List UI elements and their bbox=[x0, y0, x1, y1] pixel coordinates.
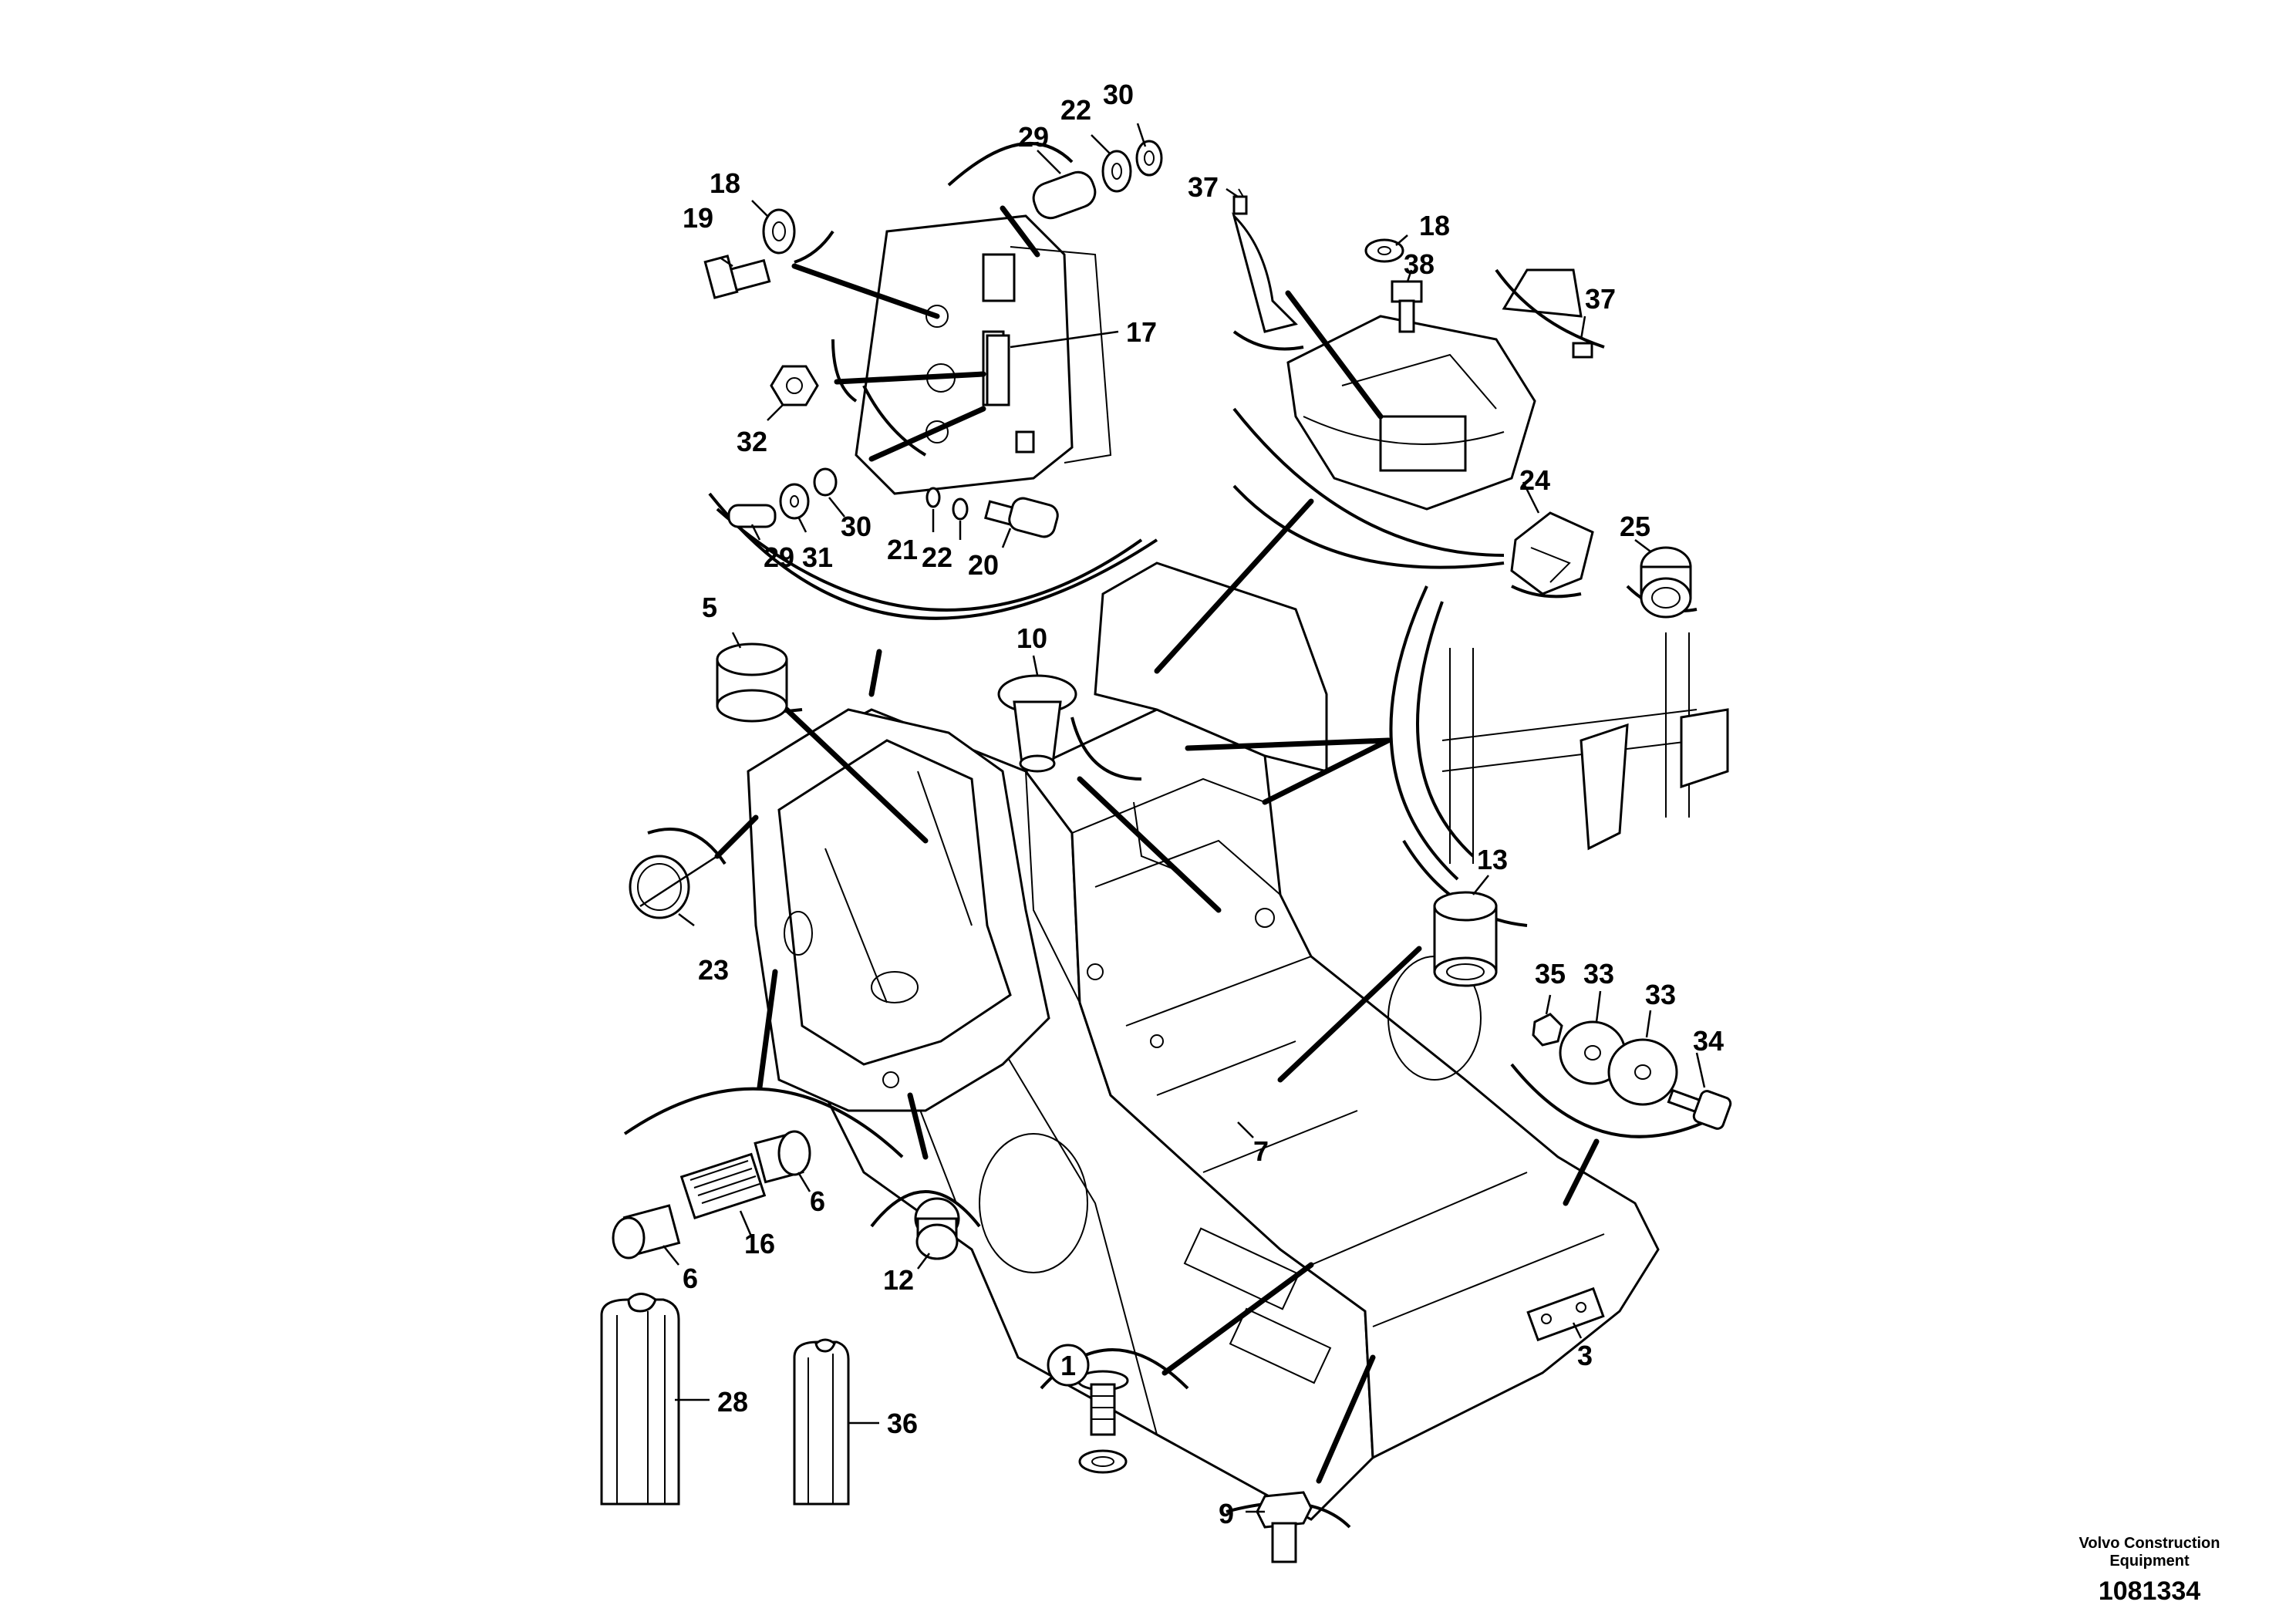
label-34: 34 bbox=[1693, 1025, 1724, 1057]
part-33-washer-b bbox=[1607, 1038, 1678, 1106]
leader-lines bbox=[714, 205, 1600, 1484]
detail-right bbox=[1389, 585, 1729, 881]
document-number: 1081334 bbox=[2098, 1576, 2201, 1606]
brand-line-2: Equipment bbox=[2109, 1553, 2190, 1570]
label-25: 25 bbox=[1620, 511, 1650, 542]
part-12-plug bbox=[914, 1197, 960, 1260]
small-parts bbox=[600, 140, 1732, 1563]
part-5-bushing bbox=[716, 642, 788, 723]
footer: Volvo Construction Equipment 1081334 bbox=[2049, 1535, 2250, 1607]
part-36-seal-profile bbox=[793, 1338, 850, 1506]
label-16: 16 bbox=[744, 1228, 775, 1259]
label-13: 13 bbox=[1477, 844, 1508, 875]
label-17: 17 bbox=[1126, 316, 1157, 348]
part-18-washer bbox=[762, 208, 796, 255]
label-12: 12 bbox=[883, 1264, 914, 1296]
label-18a: 18 bbox=[710, 167, 740, 199]
part-16-spring bbox=[679, 1152, 767, 1220]
label-31: 31 bbox=[802, 541, 833, 573]
part-19-bolt bbox=[703, 255, 771, 299]
part-9-bolt bbox=[1256, 1491, 1313, 1563]
left-subframe bbox=[747, 708, 1050, 1112]
detail-top-right bbox=[1232, 211, 1605, 569]
brand-line-1: Volvo Construction bbox=[2079, 1535, 2220, 1552]
part-37-screw-right bbox=[1572, 342, 1593, 359]
label-32: 32 bbox=[737, 426, 767, 457]
part-6-bushing-a bbox=[754, 1130, 811, 1184]
part-3-plate bbox=[1526, 1286, 1605, 1342]
label-21: 21 bbox=[887, 534, 918, 565]
label-6b: 6 bbox=[683, 1263, 698, 1294]
label-37a: 37 bbox=[1188, 171, 1219, 203]
part-6-bushing-b bbox=[612, 1204, 681, 1259]
label-20: 20 bbox=[968, 549, 999, 581]
label-23: 23 bbox=[698, 954, 729, 986]
label-1: 1 bbox=[1060, 1350, 1076, 1381]
label-22b: 22 bbox=[1060, 94, 1091, 126]
label-33b: 33 bbox=[1645, 979, 1676, 1010]
part-23-ring-pin bbox=[629, 855, 718, 919]
label-7: 7 bbox=[1253, 1135, 1269, 1167]
detail-arcs bbox=[623, 407, 1728, 1529]
label-30a: 30 bbox=[1103, 79, 1134, 110]
part-37-screw bbox=[1232, 188, 1248, 215]
label-35: 35 bbox=[1535, 958, 1566, 990]
label-18b: 18 bbox=[1419, 210, 1450, 241]
label-22a: 22 bbox=[922, 541, 952, 573]
part-34-bolt bbox=[1667, 1088, 1732, 1130]
callout-1-circle bbox=[1047, 1344, 1090, 1387]
label-29b: 29 bbox=[764, 541, 794, 573]
label-24: 24 bbox=[1519, 464, 1550, 496]
part-18-washer-right bbox=[1364, 238, 1404, 263]
label-28: 28 bbox=[717, 1386, 748, 1418]
part-28-seal-profile bbox=[600, 1293, 680, 1506]
label-30b: 30 bbox=[841, 511, 872, 542]
part-1-bolt bbox=[1077, 1370, 1129, 1474]
part-13-bushing bbox=[1433, 891, 1498, 987]
part-10-plug bbox=[997, 674, 1077, 773]
callout-stubs bbox=[663, 123, 1706, 1513]
part-17-plate bbox=[986, 334, 1010, 406]
part-20-bolt bbox=[925, 487, 1059, 538]
part-24-clip bbox=[1510, 511, 1594, 595]
label-37b: 37 bbox=[1585, 283, 1616, 315]
label-3: 3 bbox=[1577, 1340, 1593, 1371]
label-36: 36 bbox=[887, 1408, 918, 1439]
label-38: 38 bbox=[1404, 248, 1435, 280]
label-5: 5 bbox=[702, 592, 717, 623]
part-29-lower-pin bbox=[727, 467, 838, 528]
label-19: 19 bbox=[683, 202, 713, 234]
label-33a: 33 bbox=[1583, 958, 1614, 990]
label-6a: 6 bbox=[810, 1185, 825, 1217]
label-29a: 29 bbox=[1018, 121, 1049, 153]
part-labels: 1 3 5 6 6 7 9 10 12 13 16 17 18 18 19 20… bbox=[683, 79, 1724, 1529]
label-9: 9 bbox=[1219, 1498, 1234, 1529]
part-35-nut bbox=[1532, 1013, 1563, 1047]
part-32-nut bbox=[770, 365, 819, 406]
part-25-bushing bbox=[1640, 546, 1692, 619]
label-10: 10 bbox=[1017, 622, 1047, 654]
part-38-bolt bbox=[1391, 280, 1423, 333]
part-29-pin bbox=[1032, 140, 1163, 220]
